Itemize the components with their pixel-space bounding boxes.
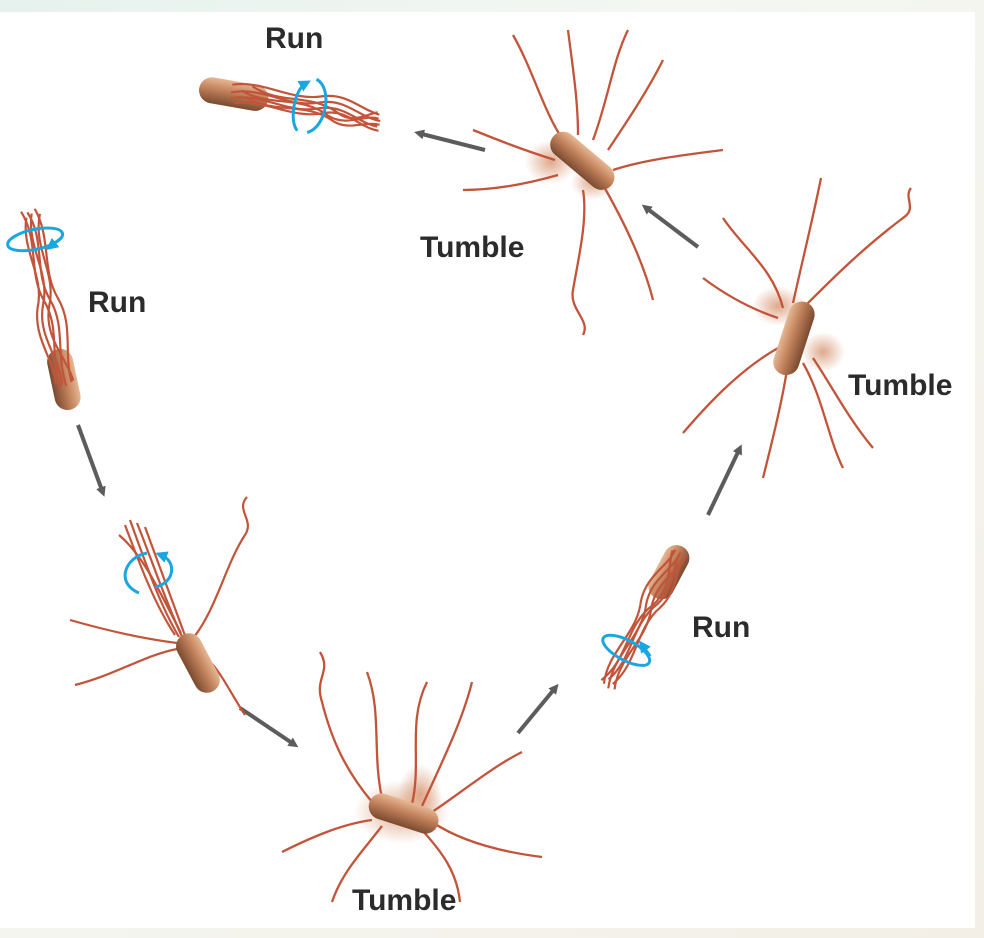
bacterium-run-left	[6, 208, 81, 411]
background-panel-main	[0, 145, 975, 928]
rotation-arrow-icon	[601, 633, 652, 667]
bacterium-run-right	[600, 545, 690, 690]
direction-arrow-icon	[414, 129, 486, 152]
bacterium-transition-left	[69, 496, 249, 716]
bacterium-tumble-right	[682, 177, 912, 479]
direction-arrow-icon	[516, 683, 559, 735]
label-tumble-top: Tumble	[420, 231, 524, 264]
direction-arrows	[76, 129, 742, 748]
direction-arrow-icon	[641, 204, 700, 249]
direction-arrow-icon	[76, 424, 106, 497]
bacterium-tumble-bottom	[281, 651, 543, 903]
rotation-arrow-icon	[6, 226, 65, 253]
rotation-arrow-icon	[123, 551, 173, 595]
label-tumble-right: Tumble	[848, 369, 952, 402]
label-run-top: Run	[265, 22, 323, 55]
direction-arrow-icon	[238, 706, 299, 748]
bacterium-run-top	[199, 77, 381, 134]
direction-arrow-icon	[706, 444, 742, 516]
background-panel-top	[0, 12, 975, 152]
rotation-arrow-icon	[291, 77, 328, 134]
label-run-left: Run	[88, 286, 146, 319]
label-run-right: Run	[692, 611, 750, 644]
bacterium-tumble-top	[462, 29, 724, 336]
label-tumble-bottom: Tumble	[352, 884, 456, 917]
